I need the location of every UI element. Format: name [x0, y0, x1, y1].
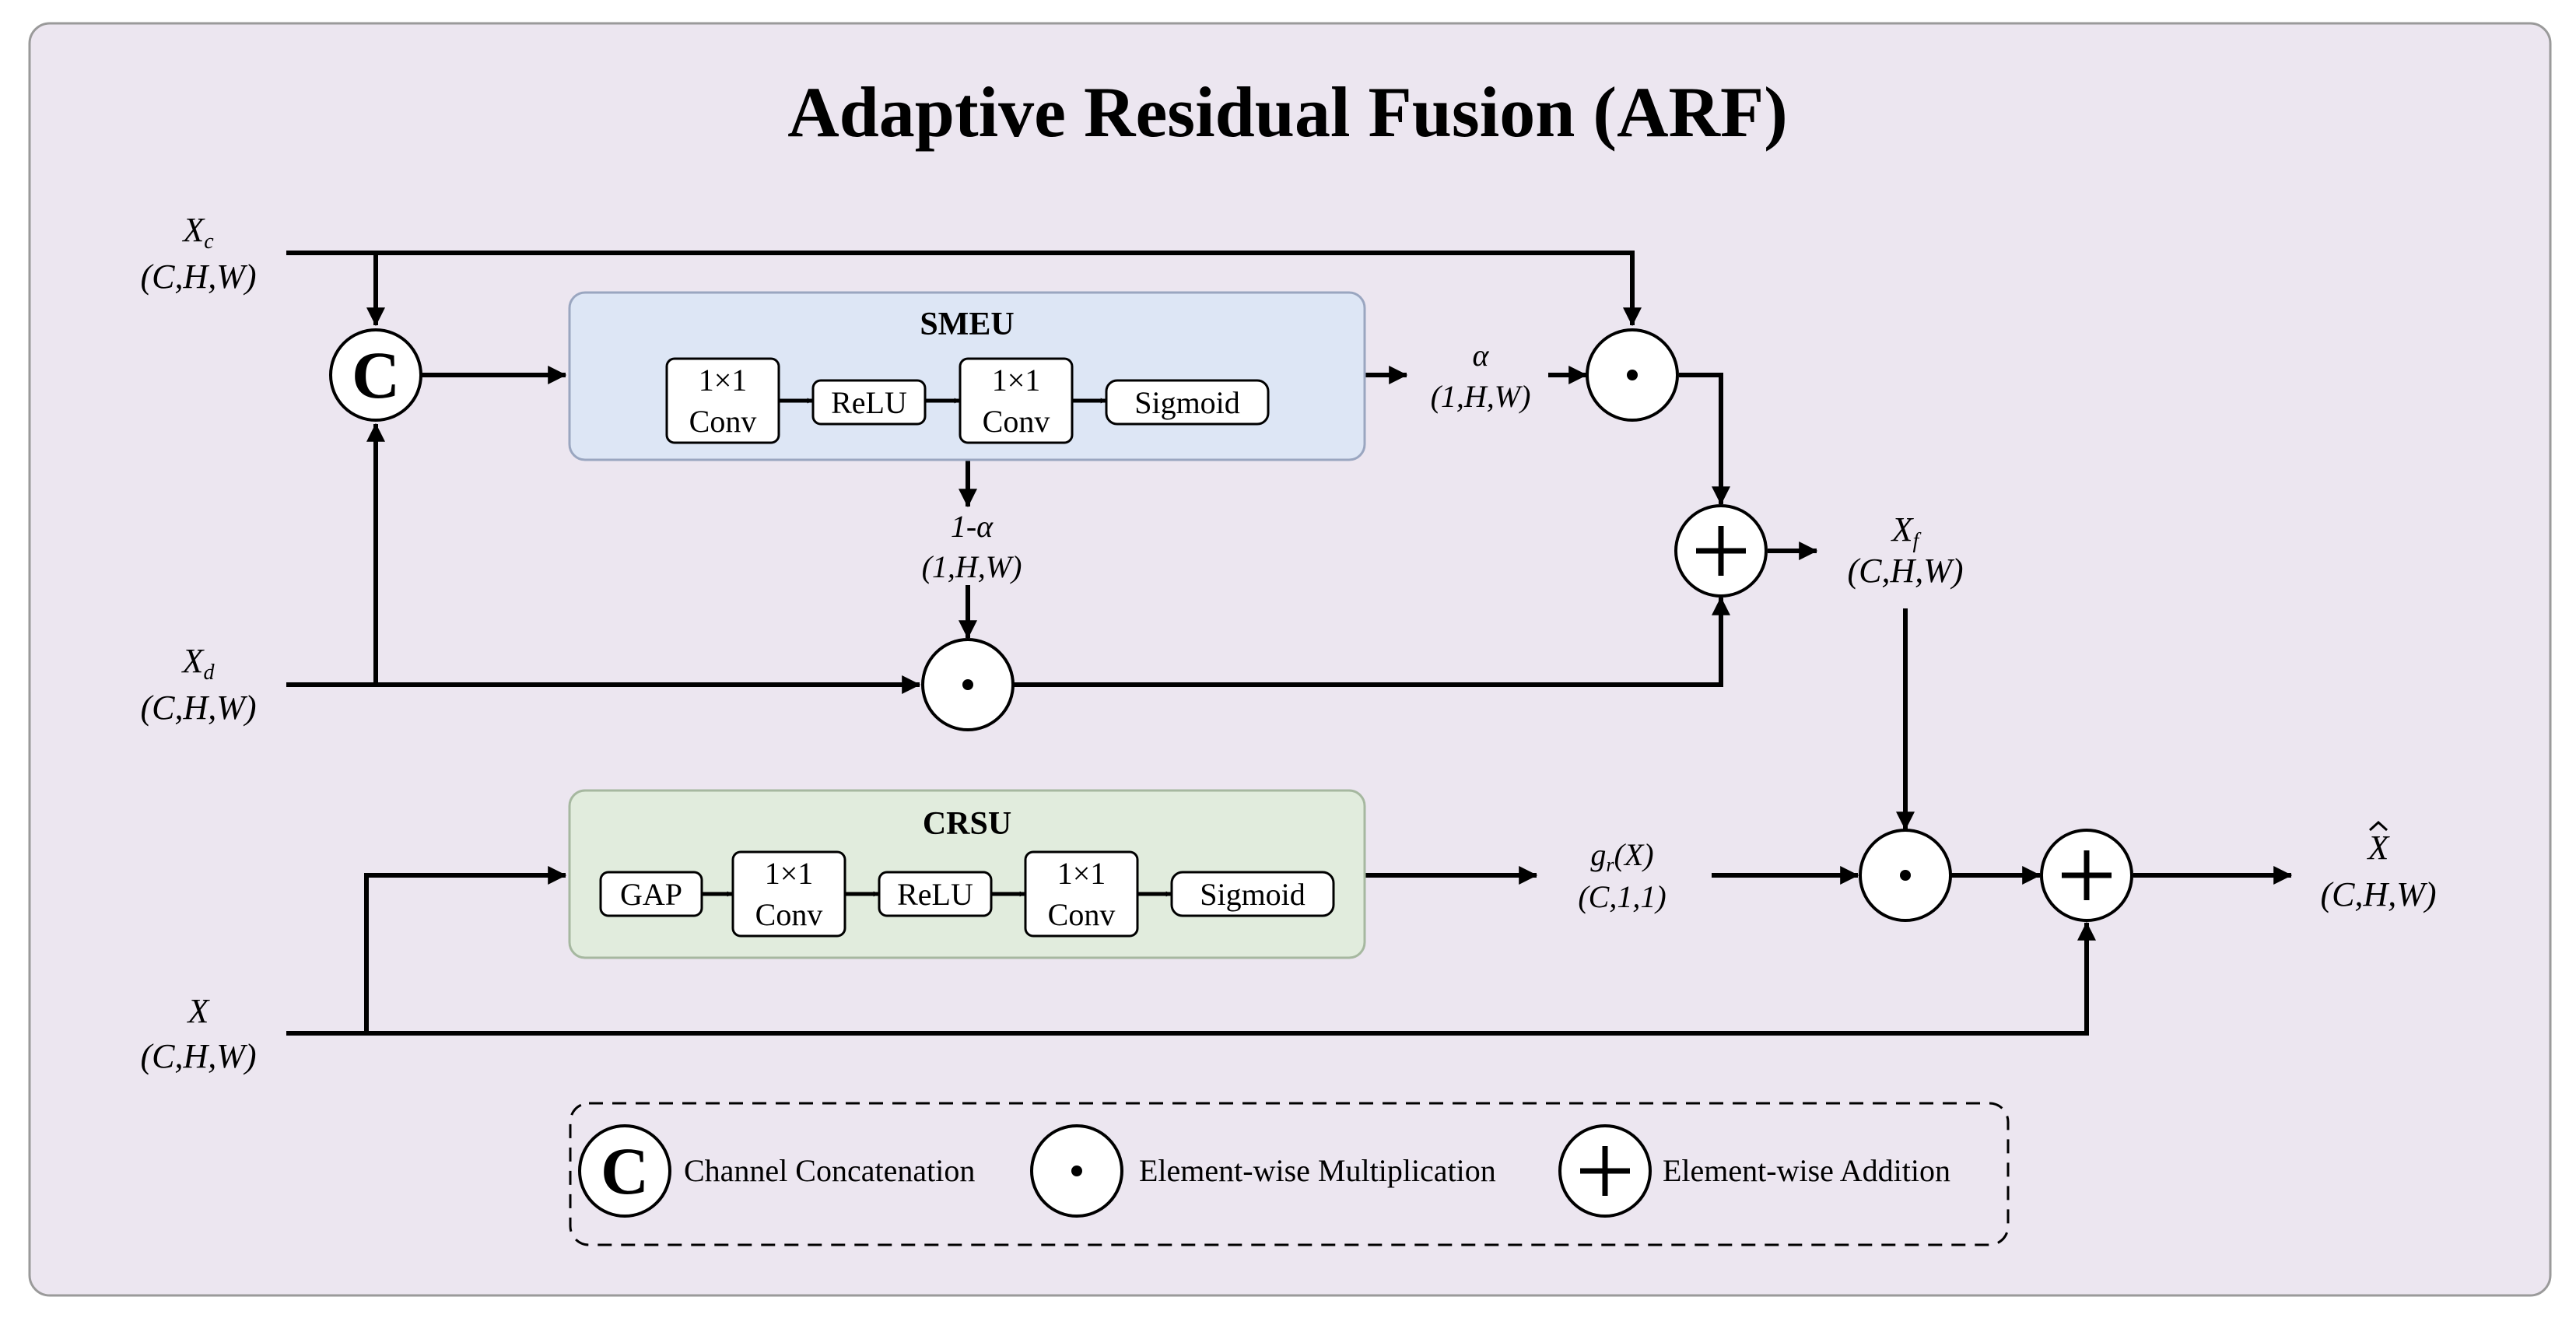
xf-subscript: f [1913, 529, 1922, 553]
plus-icon [1696, 526, 1746, 576]
xc-line [286, 251, 1642, 327]
plus-icon [2062, 850, 2112, 900]
dot-icon [1627, 370, 1638, 380]
legend-concat-symbol: C [601, 1134, 649, 1208]
add-operator-bottom [2040, 829, 2133, 922]
xd-subscript: d [203, 661, 215, 685]
input-xd-label: Xd (C,H,W) [140, 642, 256, 727]
svg-text:Xc: Xc [181, 211, 214, 254]
legend-add-icon [1558, 1124, 1652, 1218]
svg-text:Xf: Xf [1891, 510, 1922, 553]
legend-concat-label: Channel Concatenation [684, 1153, 975, 1188]
concat-operator: C [329, 328, 422, 422]
x-name: X [187, 992, 211, 1030]
smeu-sigmoid-label: Sigmoid [1134, 385, 1240, 420]
x-line [286, 921, 2096, 1036]
crsu-conv2-block: 1×1 Conv [1024, 850, 1139, 938]
legend-mult-icon [1030, 1124, 1123, 1218]
crsu-gap-block: GAP [599, 871, 703, 917]
crsu-conv1-line2: Conv [755, 897, 823, 932]
svg-text:gr(X): gr(X) [1590, 837, 1653, 876]
xf-label: Xf (C,H,W) [1847, 510, 1963, 590]
gr-subscript: r [1606, 854, 1614, 876]
add-operator-top [1674, 504, 1768, 598]
mult-operator-alpha [1586, 328, 1679, 422]
dot-icon [1900, 870, 1911, 881]
crsu-sigmoid-label: Sigmoid [1200, 877, 1306, 912]
one-minus-alpha-name: 1-α [951, 509, 994, 544]
crsu-conv1-line1: 1×1 [765, 856, 814, 891]
mult-top-to-add [1679, 373, 1730, 506]
xf-name: X [1891, 510, 1915, 549]
legend-box [569, 1102, 2010, 1246]
xd-name: X [181, 642, 205, 680]
smeu-title: SMEU [920, 307, 1014, 342]
crsu-gap-label: GAP [620, 877, 682, 912]
xhat-name: X [2367, 829, 2391, 867]
xc-name: X [181, 211, 205, 249]
smeu-conv1-block: 1×1 Conv [665, 357, 780, 444]
smeu-sigmoid-block: Sigmoid [1105, 379, 1270, 426]
smeu-conv2-block: 1×1 Conv [959, 357, 1074, 444]
mult-mid-to-add [1013, 596, 1730, 687]
crsu-relu-block: ReLU [878, 871, 993, 917]
crsu-title: CRSU [923, 806, 1011, 842]
smeu-conv1-line1: 1×1 [699, 363, 748, 398]
gr-label: gr(X) (C,1,1) [1578, 837, 1666, 914]
crsu-conv2-line1: 1×1 [1057, 856, 1106, 891]
connection-lines [286, 251, 2293, 1036]
mult-operator-gate [1859, 829, 1952, 922]
smeu-relu-block: ReLU [811, 379, 927, 426]
hat-icon [2368, 820, 2388, 832]
legend-concat-icon: C [578, 1124, 671, 1218]
legend-add-label: Element-wise Addition [1663, 1153, 1950, 1188]
crsu-conv1-block: 1×1 Conv [731, 850, 846, 938]
plus-icon [1580, 1146, 1630, 1196]
mult-operator-one-minus-alpha [921, 638, 1015, 731]
smeu-relu-label: ReLU [831, 385, 907, 420]
alpha-label: α (1,H,W) [1431, 338, 1531, 414]
xhat-label: X (C,H,W) [2320, 820, 2437, 913]
x-to-crsu [364, 866, 567, 1033]
legend: C Channel Concatenation Element-wise Mul… [569, 1102, 2010, 1246]
xf-shape: (C,H,W) [1847, 552, 1963, 590]
gr-name: g [1590, 837, 1606, 872]
xhat-shape: (C,H,W) [2320, 875, 2436, 913]
x-shape: (C,H,W) [140, 1037, 256, 1075]
diagram-panel [28, 22, 2552, 1297]
smeu-conv2-line2: Conv [983, 404, 1050, 439]
gr-shape: (C,1,1) [1578, 879, 1666, 914]
svg-text:Xd: Xd [181, 642, 216, 685]
crsu-module: CRSU GAP 1×1 Conv ReLU 1×1 Conv Sigmoid [568, 789, 1366, 959]
concat-symbol: C [352, 338, 400, 412]
dot-icon [1071, 1166, 1082, 1176]
smeu-conv2-line1: 1×1 [992, 363, 1041, 398]
legend-mult-label: Element-wise Multiplication [1139, 1153, 1496, 1188]
crsu-relu-label: ReLU [897, 877, 973, 912]
dot-icon [962, 679, 973, 690]
input-xc-label: Xc (C,H,W) [140, 211, 256, 296]
alpha-shape: (1,H,W) [1431, 379, 1531, 414]
smeu-conv1-line2: Conv [689, 404, 757, 439]
one-minus-alpha-shape: (1,H,W) [922, 549, 1022, 584]
crsu-sigmoid-block: Sigmoid [1170, 871, 1335, 917]
crsu-conv2-line2: Conv [1048, 897, 1116, 932]
xc-shape: (C,H,W) [140, 258, 256, 296]
diagram-title: Adaptive Residual Fusion (ARF) [787, 72, 1788, 152]
gr-argument: (X) [1614, 837, 1654, 872]
input-x-label: X (C,H,W) [140, 992, 256, 1075]
alpha-name: α [1473, 338, 1490, 373]
xc-subscript: c [204, 230, 214, 254]
xd-shape: (C,H,W) [140, 689, 256, 727]
one-minus-alpha-label: 1-α (1,H,W) [922, 509, 1022, 584]
smeu-module: SMEU 1×1 Conv ReLU 1×1 Conv Sigmoid [568, 291, 1366, 461]
